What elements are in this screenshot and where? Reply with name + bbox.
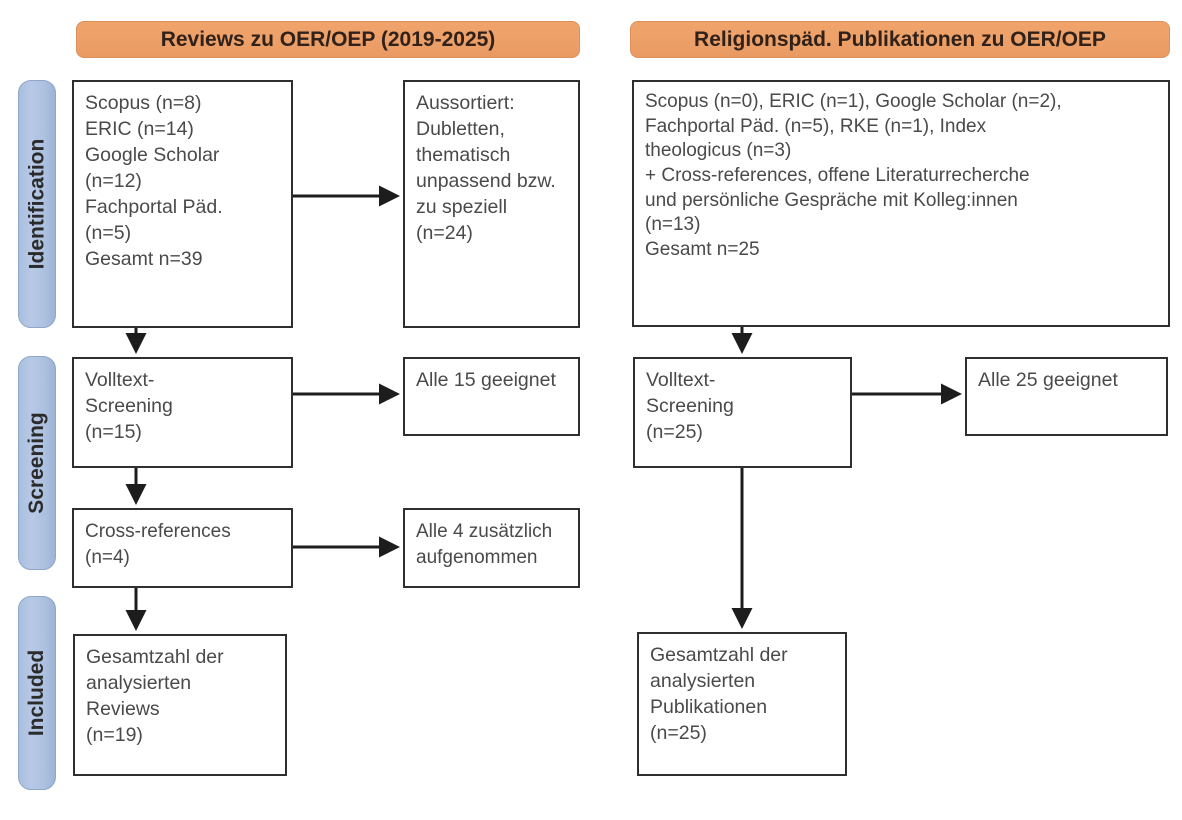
stage-label-identification: Identification [25,138,49,270]
box-left-identification-sources: Scopus (n=8) ERIC (n=14) Google Scholar … [72,80,293,328]
stage-bar-included: Included [18,596,56,790]
box-right-identification-sources: Scopus (n=0), ERIC (n=1), Google Scholar… [632,80,1170,327]
stage-label-screening: Screening [25,412,49,514]
stage-label-included: Included [25,649,48,737]
box-right-included-total: Gesamtzahl der analysierten Publikatione… [637,632,847,776]
box-left-fulltext-screening: Volltext- Screening (n=15) [72,357,293,468]
box-left-excluded: Aussortiert: Dubletten, thematisch unpas… [403,80,580,328]
column-header-reviews: Reviews zu OER/OEP (2019-2025) [76,21,580,58]
box-left-cross-references: Cross-references (n=4) [72,508,293,588]
box-left-all-suitable: Alle 15 geeignet [403,357,580,436]
box-left-all-added: Alle 4 zusätzlich aufgenommen [403,508,580,588]
box-right-all-suitable: Alle 25 geeignet [965,357,1168,436]
box-right-fulltext-screening: Volltext- Screening (n=25) [633,357,852,468]
stage-bar-identification: Identification [18,80,56,328]
box-left-included-total: Gesamtzahl der analysierten Reviews (n=1… [73,634,287,776]
column-header-religionspaed: Religionspäd. Publikationen zu OER/OEP [630,21,1170,58]
stage-bar-screening: Screening [18,356,56,570]
